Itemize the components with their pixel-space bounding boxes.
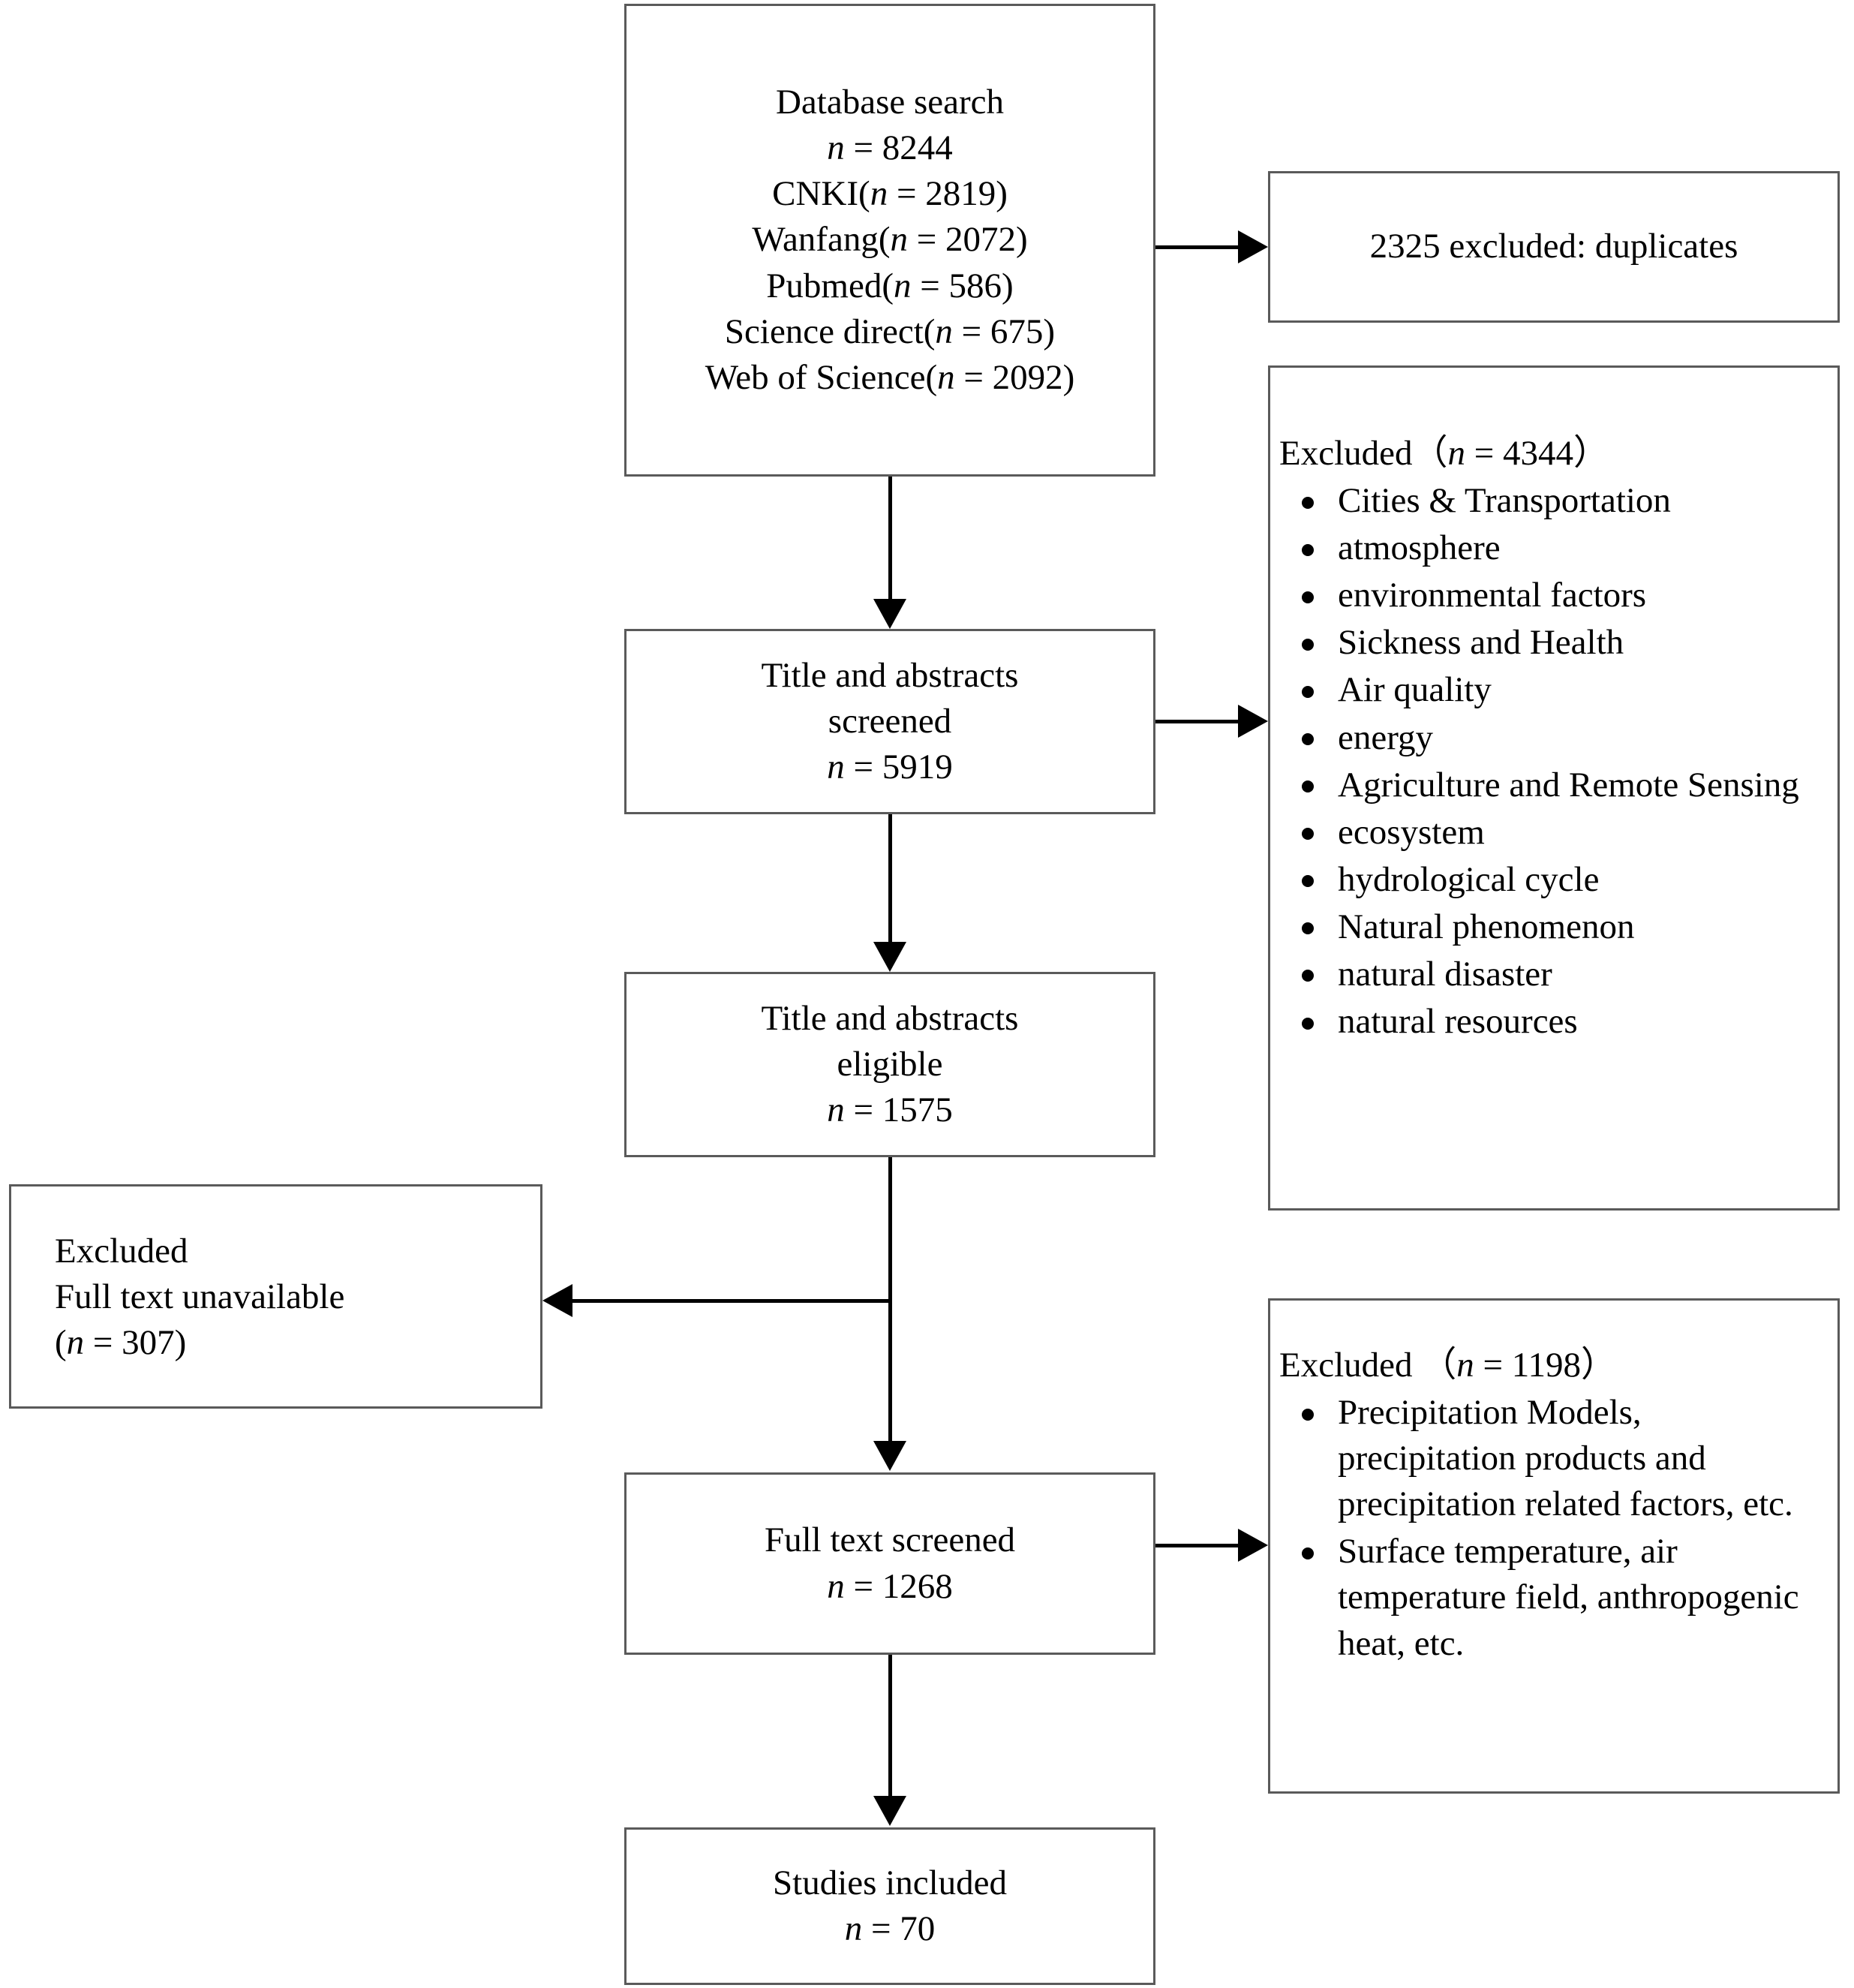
list-item: ecosystem	[1279, 810, 1799, 856]
full-text-unavailable-line2: Full text unavailable	[55, 1277, 345, 1317]
list-item: Air quality	[1279, 667, 1799, 713]
arrowhead-to-screened	[873, 599, 906, 629]
full-text-unavailable-line1: Excluded	[55, 1232, 188, 1271]
screened-line1: Title and abstracts	[761, 655, 1019, 695]
list-item: Sickness and Health	[1279, 620, 1799, 666]
excluded-fulltext-list: Precipitation Models, precipitation prod…	[1279, 1390, 1810, 1668]
duplicates-excluded-text: 2325 excluded: duplicates	[1369, 227, 1738, 266]
connector-search-to-screened	[888, 477, 892, 603]
source-cnki: CNKI(n = 2819)	[772, 174, 1008, 214]
source-pubmed: Pubmed(n = 586)	[766, 266, 1014, 305]
eligible-count: n = 1575	[827, 1090, 953, 1130]
list-item: atmosphere	[1279, 525, 1799, 571]
arrowhead-to-excluded-fulltext	[1238, 1529, 1268, 1562]
screened-count: n = 5919	[827, 747, 953, 787]
excluded-topics-list: Cities & Transportation atmosphere envir…	[1279, 478, 1799, 1046]
studies-included-count: n = 70	[844, 1909, 936, 1948]
connector-eligible-down	[888, 1157, 892, 1444]
box-title-abstracts-screened: Title and abstracts screened n = 5919	[624, 629, 1155, 814]
full-text-screened-count: n = 1268	[827, 1566, 953, 1606]
arrowhead-to-full-text-unavailable	[542, 1284, 572, 1317]
eligible-line1: Title and abstracts	[761, 998, 1019, 1038]
box-duplicates-excluded: 2325 excluded: duplicates	[1268, 171, 1840, 323]
source-science-direct: Science direct(n = 675)	[724, 311, 1056, 351]
list-item: Cities & Transportation	[1279, 478, 1799, 524]
eligible-line2: eligible	[837, 1044, 943, 1084]
list-item: energy	[1279, 715, 1799, 761]
source-web-of-science: Web of Science(n = 2092)	[705, 357, 1075, 397]
connector-search-to-duplicates	[1155, 245, 1241, 249]
full-text-unavailable-count: (n = 307)	[55, 1323, 187, 1363]
list-item: Surface temperature, air temperature fie…	[1279, 1529, 1810, 1666]
arrowhead-to-duplicates	[1238, 230, 1268, 263]
connector-screened-to-excluded-fulltext	[1155, 1544, 1241, 1547]
studies-included-line1: Studies included	[773, 1863, 1007, 1902]
box-excluded-fulltext: Excluded （n = 1198） Precipitation Models…	[1268, 1298, 1840, 1794]
source-wanfang: Wanfang(n = 2072)	[752, 220, 1028, 260]
list-item: Agriculture and Remote Sensing	[1279, 762, 1799, 808]
connector-screened-to-eligible	[888, 814, 892, 942]
connector-to-studies-included	[888, 1655, 892, 1799]
list-item: hydrological cycle	[1279, 857, 1799, 903]
box-database-search: Database search n = 8244 CNKI(n = 2819) …	[624, 4, 1155, 477]
list-item: natural resources	[1279, 999, 1799, 1045]
connector-screened-to-excluded-topics	[1155, 720, 1241, 723]
list-item: Precipitation Models, precipitation prod…	[1279, 1390, 1810, 1527]
box-excluded-topics: Excluded（n = 4344） Cities & Transportati…	[1268, 365, 1840, 1211]
screened-line2: screened	[828, 701, 952, 741]
box-studies-included: Studies included n = 70	[624, 1827, 1155, 1985]
arrowhead-to-full-text-screened	[873, 1441, 906, 1471]
box-full-text-unavailable: Excluded Full text unavailable (n = 307)	[9, 1184, 542, 1409]
box-title-abstracts-eligible: Title and abstracts eligible n = 1575	[624, 972, 1155, 1157]
arrowhead-to-eligible	[873, 942, 906, 972]
database-search-title: Database search	[775, 83, 1004, 122]
database-search-total: n = 8244	[827, 128, 953, 168]
list-item: Natural phenomenon	[1279, 904, 1799, 950]
list-item: environmental factors	[1279, 573, 1799, 618]
arrowhead-to-studies-included	[873, 1796, 906, 1826]
excluded-fulltext-header: Excluded （n = 1198）	[1279, 1346, 1617, 1385]
full-text-screened-line1: Full text screened	[764, 1520, 1016, 1560]
arrowhead-to-excluded-topics	[1238, 705, 1268, 738]
excluded-topics-header: Excluded（n = 4344）	[1279, 434, 1609, 473]
connector-to-full-text-unavailable	[572, 1299, 890, 1303]
list-item: natural disaster	[1279, 952, 1799, 997]
box-full-text-screened: Full text screened n = 1268	[624, 1472, 1155, 1655]
